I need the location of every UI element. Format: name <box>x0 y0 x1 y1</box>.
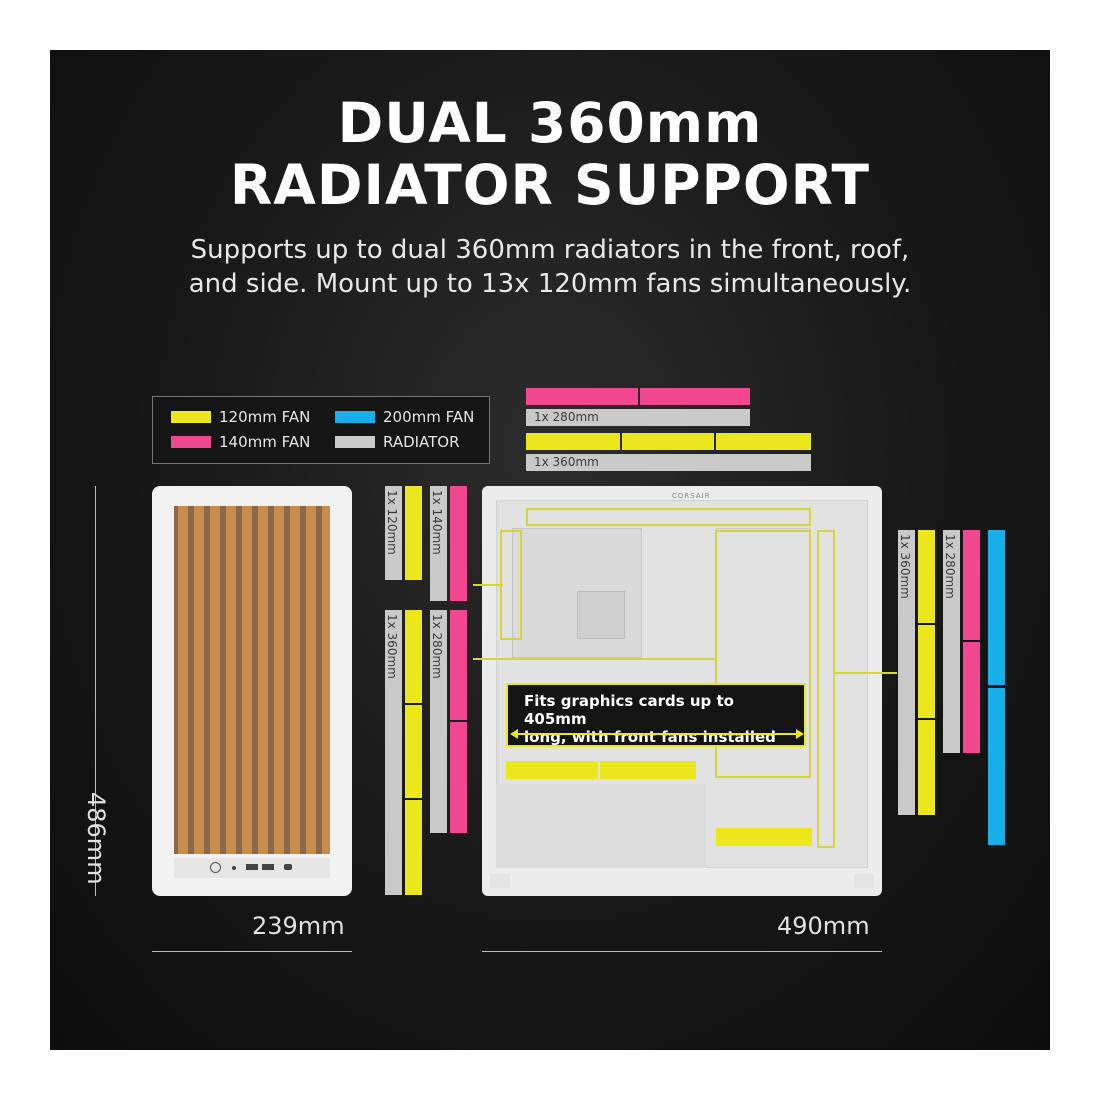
top-120mm-fan-3 <box>716 433 811 450</box>
power-button-icon <box>210 862 221 873</box>
top-360mm-label: 1x 360mm <box>534 455 599 469</box>
legend-label-140mm-fan: 140mm FAN <box>219 433 311 451</box>
usb-c-port-icon <box>284 864 292 870</box>
side-360-fan-1 <box>918 530 935 623</box>
side-280-fan-2 <box>963 642 980 753</box>
wood-slat <box>194 506 204 854</box>
front-360mm-label: 1x 360mm <box>385 614 399 679</box>
side-360-fan-2 <box>918 625 935 718</box>
front-360-fan-3 <box>405 800 422 895</box>
callout-line2: long, with front fans installed <box>524 728 776 746</box>
callout-line1: Fits graphics cards up to 405mm <box>524 692 734 728</box>
top-mount-outline <box>526 508 811 526</box>
front-280-fan-1 <box>450 610 467 720</box>
front-360-fan-1 <box>405 610 422 703</box>
wood-slat <box>274 506 284 854</box>
wood-slat <box>306 506 316 854</box>
side-280mm-radiator: 1x 280mm <box>943 530 960 753</box>
cpu-cooler-cutout <box>577 591 625 639</box>
side-200mm-fan-2 <box>988 688 1005 845</box>
legend-swatch-200mm-fan <box>335 411 375 423</box>
bottom-120mm-fan-1 <box>506 761 598 779</box>
front-io-panel <box>174 858 330 878</box>
usb-port-icon <box>262 864 274 870</box>
front-120mm-label: 1x 120mm <box>385 490 399 555</box>
legend-swatch-140mm-fan <box>171 436 211 448</box>
arrow-left-icon <box>510 729 518 739</box>
top-280mm-radiator: 1x 280mm <box>526 409 750 426</box>
leader-line <box>835 672 897 674</box>
page-title-line1: DUAL 360mm <box>337 91 763 155</box>
front-mesh <box>174 506 330 854</box>
front-280-fan-2 <box>450 722 467 833</box>
front-280mm-label: 1x 280mm <box>430 614 444 679</box>
subtitle-line1: Supports up to dual 360mm radiators in t… <box>190 235 910 265</box>
depth-dimension-label: 490mm <box>777 912 870 940</box>
side-280-fan-1 <box>963 530 980 640</box>
subtitle-line2: and side. Mount up to 13x 120mm fans sim… <box>188 269 912 299</box>
height-dimension-line <box>95 486 96 896</box>
wood-slat <box>258 506 268 854</box>
page-title-line2: RADIATOR SUPPORT <box>229 153 871 217</box>
front-panel-view <box>152 486 352 896</box>
gpu-length-arrow <box>512 733 798 735</box>
side-mount-outline <box>715 530 811 778</box>
leader-line <box>473 658 715 660</box>
legend-swatch-120mm-fan <box>171 411 211 423</box>
case-foot <box>854 874 874 888</box>
legend-label-120mm-fan: 120mm FAN <box>219 408 311 426</box>
wood-slat <box>290 506 300 854</box>
bottom-120mm-fan-2 <box>600 761 696 779</box>
legend: 120mm FAN 200mm FAN 140mm FAN RADIATOR <box>152 396 490 464</box>
wood-slat <box>242 506 252 854</box>
brand-logo: CORSAIR <box>672 492 711 500</box>
side-360mm-label: 1x 360mm <box>898 534 912 599</box>
legend-swatch-radiator <box>335 436 375 448</box>
top-360mm-radiator: 1x 360mm <box>526 454 811 471</box>
side-200mm-fan-1 <box>988 530 1005 685</box>
depth-dimension-line <box>482 951 882 952</box>
side-radiator-outline <box>817 530 835 848</box>
psu-120mm-fan <box>716 828 812 846</box>
front-280mm-radiator: 1x 280mm <box>430 610 447 833</box>
front-360-fan-2 <box>405 705 422 798</box>
width-dimension-label: 239mm <box>252 912 345 940</box>
side-360mm-radiator: 1x 360mm <box>898 530 915 815</box>
front-140mm-radiator: 1x 140mm <box>430 486 447 601</box>
top-140mm-fan-1 <box>526 388 638 405</box>
top-280mm-label: 1x 280mm <box>534 410 599 424</box>
wood-slat <box>210 506 220 854</box>
front-140mm-label: 1x 140mm <box>430 490 444 555</box>
usb-port-icon <box>246 864 258 870</box>
front-small-mount-outline <box>500 530 522 640</box>
front-140mm-fan <box>450 486 467 601</box>
front-120mm-fan <box>405 486 422 580</box>
top-120mm-fan-2 <box>622 433 714 450</box>
case-foot <box>490 874 510 888</box>
wood-slat <box>226 506 236 854</box>
leader-line <box>473 584 503 586</box>
legend-label-200mm-fan: 200mm FAN <box>383 408 475 426</box>
front-120mm-radiator: 1x 120mm <box>385 486 402 580</box>
side-280mm-label: 1x 280mm <box>943 534 957 599</box>
wood-slat <box>322 506 330 854</box>
arrow-right-icon <box>796 729 804 739</box>
wood-slat <box>178 506 188 854</box>
front-360mm-radiator: 1x 360mm <box>385 610 402 895</box>
width-dimension-line <box>152 951 352 952</box>
height-dimension-label: 486mm <box>82 792 110 885</box>
top-140mm-fan-2 <box>640 388 750 405</box>
legend-label-radiator: RADIATOR <box>383 433 460 451</box>
audio-jack-icon <box>232 866 236 870</box>
gpu-clearance-callout: Fits graphics cards up to 405mm long, wi… <box>506 683 806 747</box>
top-120mm-fan-1 <box>526 433 620 450</box>
side-360-fan-3 <box>918 720 935 815</box>
psu-shroud <box>496 784 706 868</box>
